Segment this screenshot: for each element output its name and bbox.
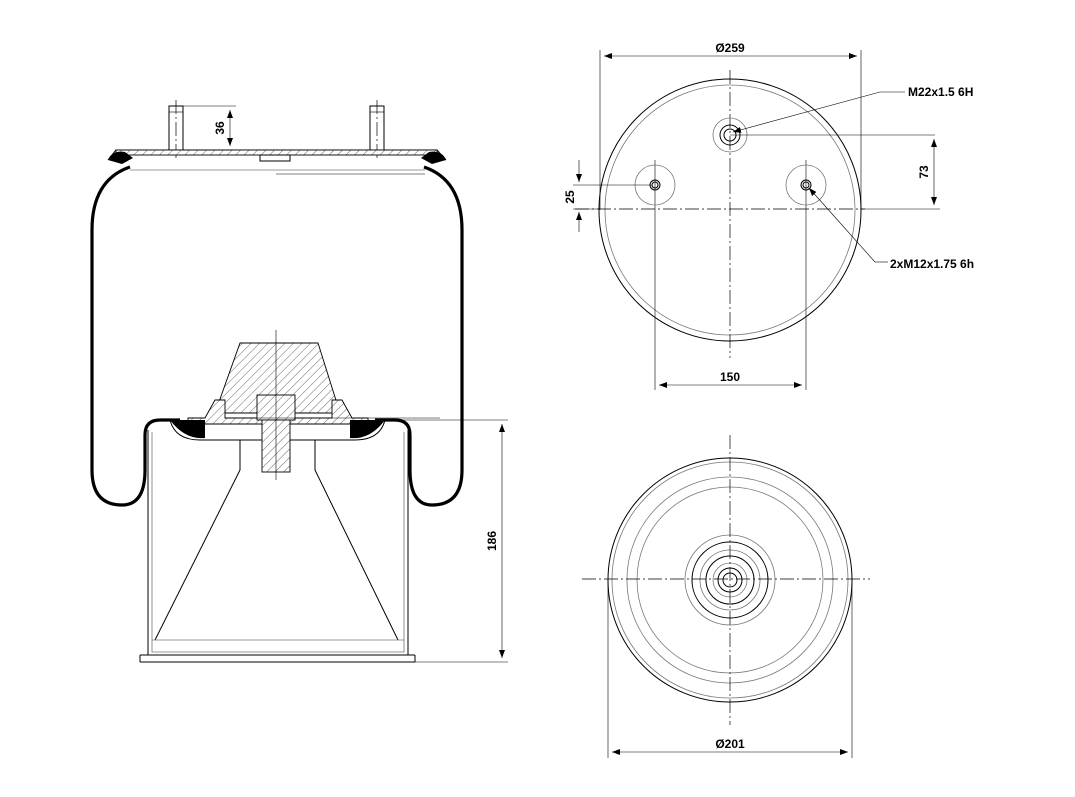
center-thread-hole [712,117,935,153]
dim-offset-73: 73 [860,139,940,210]
dim-top-diameter: Ø259 [599,41,862,210]
label-center-thread: M22x1.5 6H [908,85,973,99]
dim-bottom-diameter: Ø201 [607,580,853,758]
label-top-diameter: Ø259 [715,41,745,55]
label-offset-73: 73 [917,165,931,179]
side-thread-hole-right [785,164,827,206]
dim-bolt-spacing: 150 [659,370,802,388]
label-offset-25: 25 [563,190,577,204]
dim-piston-height: 186 [400,419,508,663]
bottom-view: Ø201 [582,435,870,758]
leader-center-thread: M22x1.5 6H [732,85,973,133]
dim-offset-25: 25 [563,160,652,232]
label-stud-height: 36 [213,121,227,135]
label-bolt-spacing: 150 [720,370,740,384]
label-bottom-diameter: Ø201 [715,737,745,751]
bellows-left [90,165,180,507]
top-plate [107,149,447,175]
piston-insert [169,330,440,480]
label-piston-height: 186 [485,531,499,551]
label-side-threads: 2xM12x1.75 6h [890,257,974,271]
bellows-right [375,165,464,507]
leader-side-threads: 2xM12x1.75 6h [808,187,974,271]
piston-body [139,430,416,663]
dim-stud-height: 36 [183,105,236,151]
side-view: 36 186 [90,100,508,663]
top-view: Ø259 M22x1.5 6H 2xM12x1.75 6h 25 73 [563,41,974,390]
